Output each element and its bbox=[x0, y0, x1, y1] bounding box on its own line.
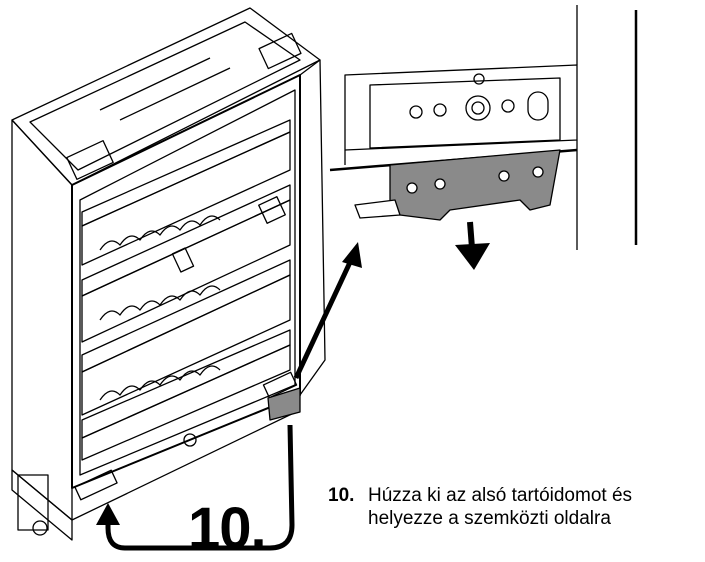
mount-hole bbox=[409, 105, 423, 119]
pull-down-arrow bbox=[455, 221, 490, 270]
instruction-caption: 10. Húzza ki az alsó tartóidomot és helye… bbox=[328, 485, 698, 531]
wine-cooler-cabinet bbox=[11, 7, 326, 541]
detail-pointer-arrow bbox=[293, 242, 362, 380]
mount-hole bbox=[465, 95, 491, 121]
instruction-number: 10. bbox=[328, 485, 355, 506]
mount-slot bbox=[527, 91, 549, 121]
mount-hole bbox=[501, 99, 515, 113]
instruction-line-2: helyezze a szemközti oldalra bbox=[368, 507, 611, 529]
mount-hole bbox=[471, 101, 485, 115]
bracket-on-cabinet bbox=[267, 387, 301, 421]
lower-bracket bbox=[354, 149, 561, 221]
mount-hole bbox=[473, 73, 485, 85]
instruction-line-1: Húzza ki az alsó tartóidomot és bbox=[368, 485, 633, 506]
mount-hole bbox=[433, 103, 447, 117]
curved-transfer-arrow bbox=[96, 424, 295, 551]
shelves bbox=[81, 119, 291, 461]
step-number-label: 10. bbox=[188, 496, 267, 561]
